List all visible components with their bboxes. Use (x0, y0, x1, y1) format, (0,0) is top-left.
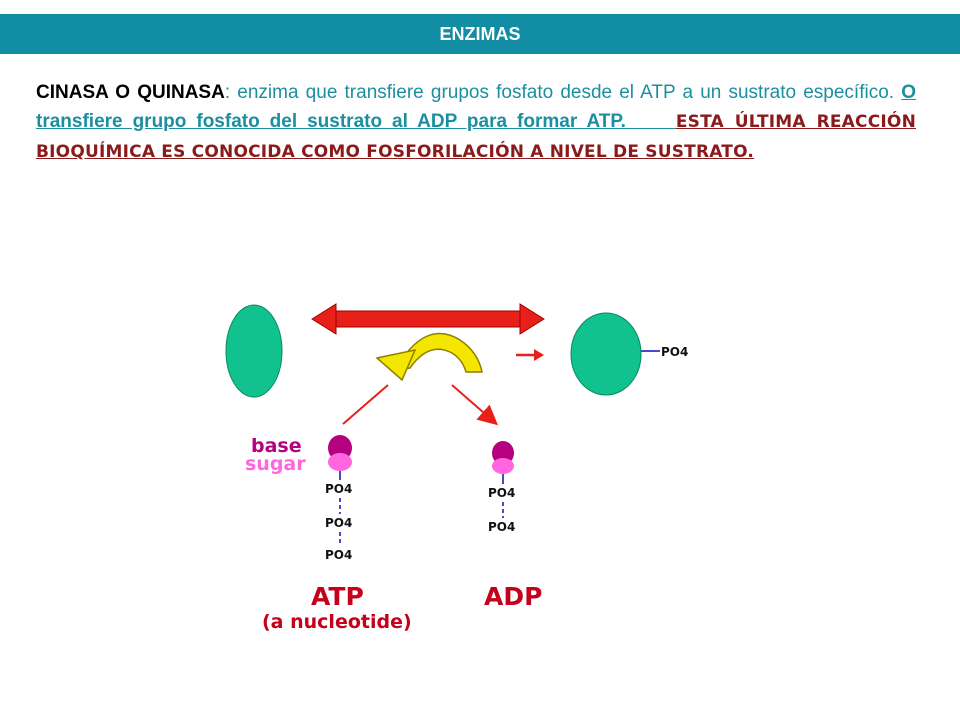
sugar-label: sugar (245, 453, 306, 475)
atp-phosphate-1: PO4 (325, 482, 352, 496)
substrate-left (225, 304, 283, 398)
adp-sugar (492, 458, 514, 474)
atp-sublabel: (a nucleotide) (262, 611, 412, 633)
atp-sugar (328, 453, 352, 471)
atp-label: ATP (311, 582, 364, 611)
adp-phosphate-2: PO4 (488, 520, 515, 534)
adp-base (492, 441, 514, 465)
substrate-phosphorylation-note: ESTA ÚLTIMA REACCIÓN BIOQUÍMICA ES CONOC… (36, 112, 916, 162)
atp-phosphate-3: PO4 (325, 548, 352, 562)
atp-phosphate-2: PO4 (325, 516, 352, 530)
definition-paragraph: CINASA O QUINASA: enzima que transfiere … (36, 78, 916, 167)
term-colon: : (224, 82, 231, 103)
adp-molecule: PO4 PO4 (488, 441, 515, 534)
enzyme-term: CINASA O QUINASA (36, 82, 225, 103)
substrate-right (570, 312, 642, 396)
reverse-reaction-text: O transfiere grupo fosfato del sustrato … (36, 82, 916, 132)
reaction-to-adp-arrow (451, 384, 499, 426)
atp-molecule: PO4 PO4 PO4 (325, 435, 352, 562)
double-headed-arrow (311, 303, 545, 335)
adp-label: ADP (484, 582, 542, 611)
yellow-curved-arrow-icon (375, 332, 483, 382)
substrate-phosphate-label: PO4 (661, 345, 688, 359)
base-label: base (251, 435, 302, 457)
product-arrow (516, 349, 544, 361)
slide-title-bar: ENZIMAS (0, 14, 960, 54)
enzyme-description: enzima que transfiere grupos fosfato des… (230, 82, 902, 103)
adp-phosphate-1: PO4 (488, 486, 515, 500)
slide-title: ENZIMAS (439, 23, 521, 44)
atp-to-reaction-arrow (342, 384, 389, 425)
